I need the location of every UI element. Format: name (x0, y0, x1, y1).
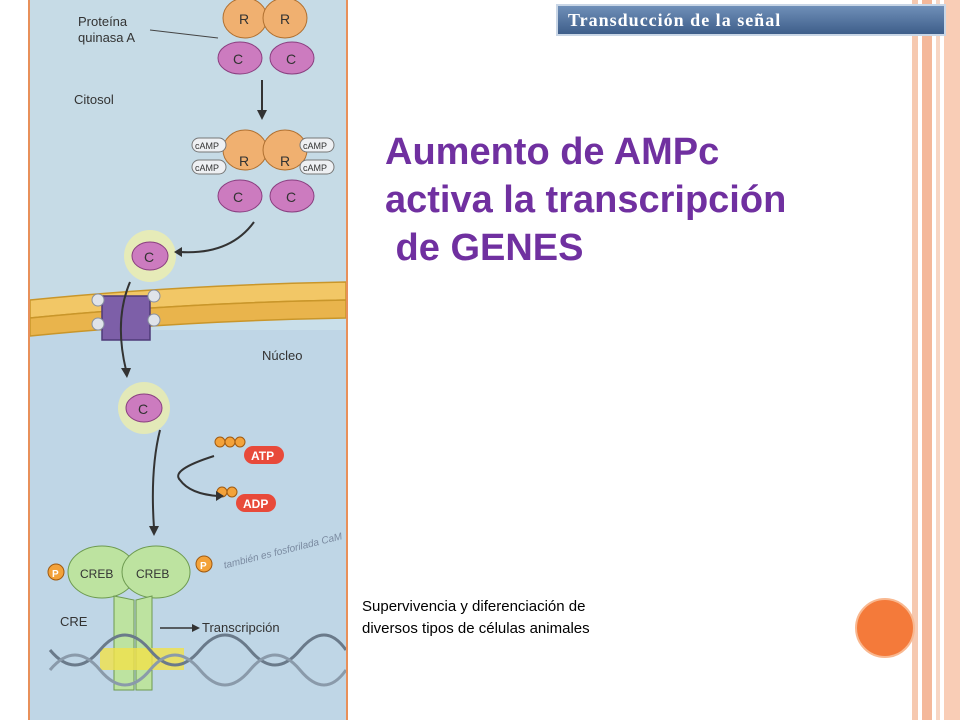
headline-line-2: activa la transcripción (385, 179, 787, 221)
right-stripes (912, 0, 960, 720)
adp-label: ADP (243, 497, 268, 511)
c-label: C (144, 249, 154, 265)
dna-helix (48, 633, 346, 687)
nuclear-envelope (30, 281, 346, 341)
creb-label: CREB (80, 567, 113, 581)
r-label: R (280, 153, 290, 169)
caption-line-1: Supervivencia y diferenciación de (362, 598, 586, 615)
inactive-pka: R R C C (217, 0, 315, 75)
headline-line-1: Aumento de AMPc (385, 131, 720, 173)
c-label: C (233, 51, 243, 67)
r-label: R (280, 11, 290, 27)
headline-line-3: de GENES (385, 227, 584, 269)
phosphate-left: P (47, 563, 65, 581)
camp-label: cAMP (303, 163, 327, 173)
pka-signaling-figure: R R C C Proteína quinasa A Citosol cAMP … (28, 0, 348, 720)
p-label: P (200, 561, 207, 572)
left-margin (0, 0, 32, 720)
c-label: C (286, 189, 296, 205)
free-catalytic-subunit-nucleus: C (118, 382, 170, 434)
transcription-label: Transcripción (202, 620, 280, 635)
slide-caption: Supervivencia y diferenciación de divers… (362, 596, 702, 640)
pka-diagram: R R C C Proteína quinasa A Citosol cAMP … (30, 0, 346, 720)
free-catalytic-subunit-cytosol: C (124, 230, 176, 282)
creb-label: CREB (136, 567, 169, 581)
section-title-badge: Transducción de la señal (556, 4, 946, 36)
slide-headline: Aumento de AMPc activa la transcripción … (385, 128, 885, 272)
adp-molecule: ADP (216, 486, 276, 512)
decorative-orange-circle (855, 598, 915, 658)
caption-line-2: diversos tipos de células animales (362, 620, 590, 637)
c-label: C (138, 401, 148, 417)
camp-label: cAMP (303, 141, 327, 151)
protein-kinase-label-line-2: quinasa A (78, 30, 135, 45)
nucleus-label: Núcleo (262, 348, 302, 363)
r-label: R (239, 11, 249, 27)
cre-label: CRE (60, 614, 88, 629)
camp-bound-pka: cAMP cAMP cAMP cAMP R R C C (191, 129, 335, 213)
protein-kinase-label-line-1: Proteína (78, 14, 128, 29)
camp-label: cAMP (195, 163, 219, 173)
c-label: C (233, 189, 243, 205)
atp-label: ATP (251, 449, 274, 463)
r-label: R (239, 153, 249, 169)
atp-molecule: ATP (214, 436, 284, 464)
c-label: C (286, 51, 296, 67)
camp-label: cAMP (195, 141, 219, 151)
right-border-decoration (912, 0, 960, 720)
phosphate-right: P (195, 555, 213, 573)
cytosol-label: Citosol (74, 92, 114, 107)
p-label: P (52, 569, 59, 580)
